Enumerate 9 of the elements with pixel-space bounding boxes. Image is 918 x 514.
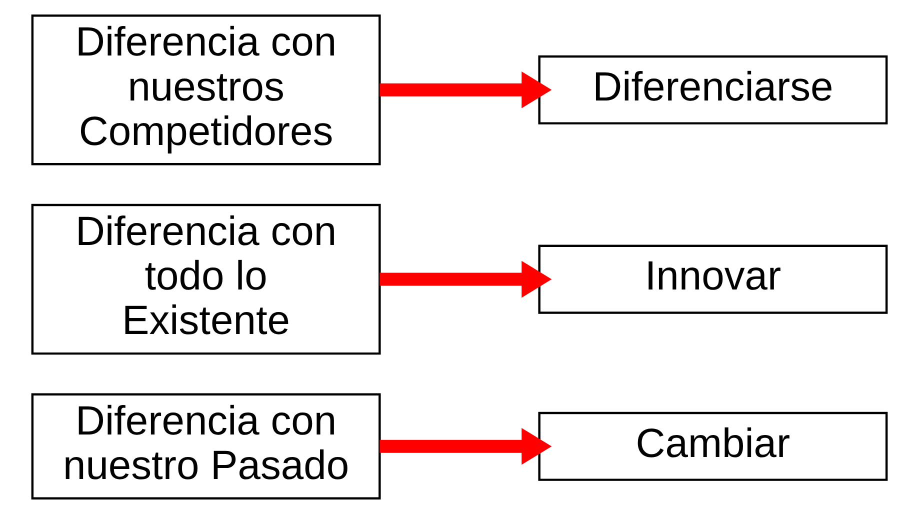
node-box: Diferencia con nuestro Pasado	[30, 393, 380, 500]
arrow	[379, 260, 552, 298]
node-box: Diferencia con nuestros Competidores	[30, 14, 380, 166]
node-box: Innovar	[538, 244, 888, 314]
node-box: Cambiar	[538, 412, 888, 481]
arrow	[379, 71, 552, 108]
node-box: Diferenciarse	[538, 55, 888, 124]
node-box: Diferencia con todo lo Existente	[30, 204, 380, 355]
arrow	[379, 428, 552, 465]
